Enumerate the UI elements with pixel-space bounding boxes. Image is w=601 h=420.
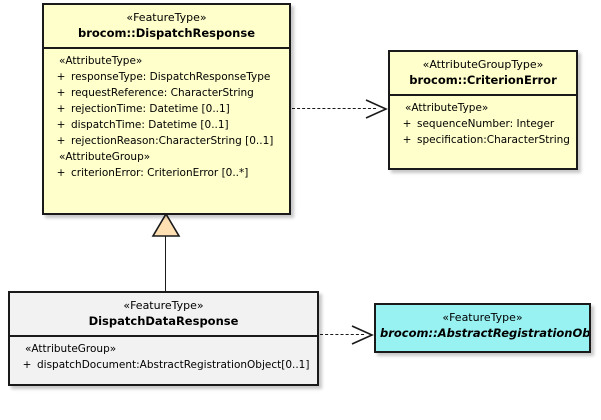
compartment-attribute-group: «AttributeGroup» + dispatchDocument:Abstr… — [10, 337, 317, 378]
stereotype-label: «FeatureType» — [126, 11, 207, 24]
attribute-row: + sequenceNumber: Integer — [393, 116, 573, 132]
class-name-label: brocom::AbstractRegistrationObject — [380, 326, 591, 340]
visibility-marker: + — [22, 359, 32, 371]
visibility-marker: + — [56, 103, 66, 115]
class-header-criterion-error: «AttributeGroupType» brocom::CriterionEr… — [390, 52, 576, 96]
class-header-abstract-registration-object: «FeatureType» brocom::AbstractRegistrati… — [376, 305, 589, 341]
visibility-marker: + — [56, 71, 66, 83]
class-box-criterion-error[interactable]: «AttributeGroupType» brocom::CriterionEr… — [388, 50, 578, 170]
class-name-label: DispatchDataResponse — [88, 314, 239, 328]
class-name-label: brocom::DispatchResponse — [78, 26, 255, 40]
visibility-marker: + — [402, 134, 412, 146]
visibility-marker: + — [56, 87, 66, 99]
compartment-label: «AttributeType» — [59, 55, 143, 67]
attribute-text: dispatchDocument:AbstractRegistrationObj… — [37, 359, 310, 371]
attribute-text: criterionError: CriterionError [0..*] — [71, 167, 249, 179]
visibility-marker: + — [56, 167, 66, 179]
attribute-row: + dispatchDocument:AbstractRegistrationOb… — [13, 357, 314, 373]
visibility-marker: + — [56, 119, 66, 131]
class-header-dispatch-response: «FeatureType» brocom::DispatchResponse — [44, 5, 289, 49]
class-name-label: brocom::CriterionError — [409, 73, 557, 87]
attribute-text: dispatchTime: Datetime [0..1] — [71, 119, 229, 131]
generalization-triangle-icon — [151, 212, 181, 237]
class-box-abstract-registration-object[interactable]: «FeatureType» brocom::AbstractRegistrati… — [374, 303, 591, 353]
stereotype-label: «FeatureType» — [442, 311, 523, 324]
dependency-arrowhead-criterion-error — [365, 99, 388, 119]
attribute-row: + rejectionReason:CharacterString [0..1] — [47, 133, 286, 149]
attribute-row: + responseType: DispatchResponseType — [47, 69, 286, 85]
visibility-marker: + — [56, 135, 66, 147]
class-box-dispatch-response[interactable]: «FeatureType» brocom::DispatchResponse «… — [42, 3, 291, 215]
compartment-label: «AttributeType» — [405, 102, 489, 114]
attribute-text: requestReference: CharacterString — [71, 87, 254, 99]
attribute-row: + criterionError: CriterionError [0..*] — [47, 165, 286, 181]
attribute-row: + specification:CharacterString — [393, 132, 573, 148]
attribute-text: specification:CharacterString — [417, 134, 570, 146]
compartment-attribute-type: «AttributeType» + responseType: DispatchR… — [44, 49, 289, 186]
attribute-text: rejectionReason:CharacterString [0..1] — [71, 135, 274, 147]
stereotype-label: «FeatureType» — [123, 299, 204, 312]
attribute-row: + dispatchTime: Datetime [0..1] — [47, 117, 286, 133]
dependency-line-criterion-error — [292, 108, 376, 109]
attribute-text: responseType: DispatchResponseType — [71, 71, 271, 83]
attribute-row: + requestReference: CharacterString — [47, 85, 286, 101]
visibility-marker: + — [402, 118, 412, 130]
attribute-text: rejectionTime: Datetime [0..1] — [71, 103, 230, 115]
compartment-label: «AttributeGroup» — [59, 151, 151, 163]
dependency-line-registration-object — [320, 334, 364, 335]
compartment-attribute-type: «AttributeType» + sequenceNumber: Integer… — [390, 96, 576, 153]
attribute-row: + rejectionTime: Datetime [0..1] — [47, 101, 286, 117]
attribute-text: sequenceNumber: Integer — [417, 118, 555, 130]
class-header-dispatch-data-response: «FeatureType» DispatchDataResponse — [10, 293, 317, 337]
dependency-arrowhead-registration-object — [351, 325, 374, 345]
stereotype-label: «AttributeGroupType» — [422, 58, 544, 71]
compartment-label: «AttributeGroup» — [25, 343, 117, 355]
generalization-line — [165, 234, 166, 292]
class-box-dispatch-data-response[interactable]: «FeatureType» DispatchDataResponse «Attr… — [8, 291, 319, 386]
